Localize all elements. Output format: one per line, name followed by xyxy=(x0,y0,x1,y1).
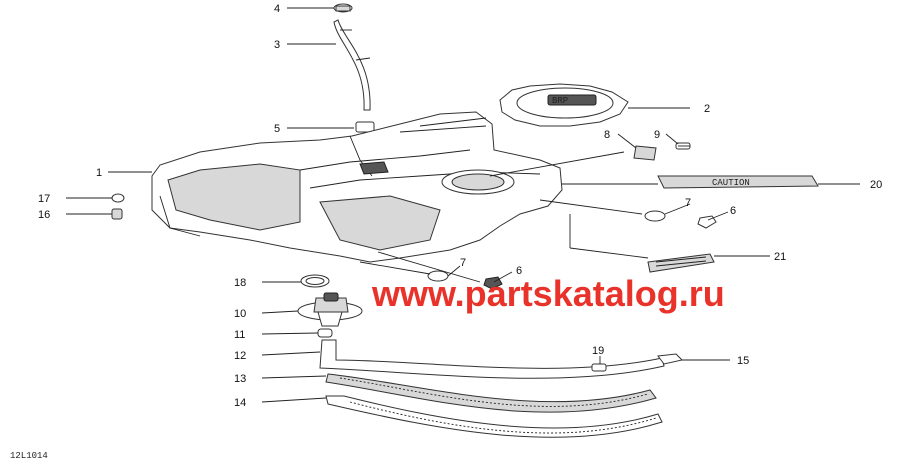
callout-3[interactable]: 3 xyxy=(274,39,280,51)
part-2-fuel-cap[interactable]: BRP xyxy=(499,83,629,127)
callout-21[interactable]: 21 xyxy=(774,251,786,263)
callout-13[interactable]: 13 xyxy=(234,373,246,385)
part-16-fitting[interactable] xyxy=(111,208,123,220)
callout-15[interactable]: 15 xyxy=(737,355,749,367)
part-4-vent-cap[interactable] xyxy=(333,3,353,13)
callout-8[interactable]: 8 xyxy=(604,129,610,141)
part-8-bracket[interactable] xyxy=(633,145,657,161)
callout-19[interactable]: 19 xyxy=(592,345,604,357)
callout-14[interactable]: 14 xyxy=(234,397,246,409)
callout-16[interactable]: 16 xyxy=(38,209,50,221)
callout-6-upper[interactable]: 6 xyxy=(730,205,736,217)
callout-11[interactable]: 11 xyxy=(234,329,245,341)
callout-17[interactable]: 17 xyxy=(38,193,50,205)
svg-text:CAUTION: CAUTION xyxy=(712,178,750,188)
part-10-fuel-pump[interactable] xyxy=(297,292,363,327)
part-13-hose-sleeve[interactable] xyxy=(325,373,657,413)
callout-5[interactable]: 5 xyxy=(274,123,280,135)
part-17-grommet[interactable] xyxy=(111,193,125,203)
callout-12[interactable]: 12 xyxy=(234,350,246,362)
callout-9[interactable]: 9 xyxy=(654,129,660,141)
callout-2[interactable]: 2 xyxy=(704,103,710,115)
svg-text:BRP: BRP xyxy=(552,96,568,106)
drawing-code: 12L1014 xyxy=(10,451,48,461)
part-18-gasket[interactable] xyxy=(300,274,330,288)
part-14-return-hose[interactable] xyxy=(325,395,663,438)
part-1-fuel-tank[interactable] xyxy=(151,111,563,263)
callout-labels: 4 3 2 5 8 9 1 17 16 20 7 6 21 7 6 18 10 … xyxy=(38,3,882,409)
watermark-text: www.partskatalog.ru xyxy=(371,273,725,314)
part-21-warning-label[interactable] xyxy=(647,253,715,273)
part-5-clamp[interactable] xyxy=(355,121,375,133)
callout-1[interactable]: 1 xyxy=(96,167,102,179)
callout-7-lower[interactable]: 7 xyxy=(460,257,466,269)
callout-6-lower[interactable]: 6 xyxy=(516,265,522,277)
part-7-washer-upper[interactable] xyxy=(644,210,666,222)
part-19-clip[interactable] xyxy=(591,363,607,372)
part-3-filler-hose[interactable] xyxy=(333,19,371,111)
part-9-screw[interactable] xyxy=(675,142,691,150)
callout-18[interactable]: 18 xyxy=(234,277,246,289)
callout-10[interactable]: 10 xyxy=(234,308,246,320)
part-20-decal[interactable]: CAUTION xyxy=(657,175,819,189)
callout-7-upper[interactable]: 7 xyxy=(685,197,691,209)
part-12-fuel-hose[interactable] xyxy=(319,339,665,379)
callout-20[interactable]: 20 xyxy=(870,179,882,191)
callout-4[interactable]: 4 xyxy=(274,3,280,15)
leader-lines xyxy=(66,7,860,403)
part-11-clamp[interactable] xyxy=(317,328,333,338)
